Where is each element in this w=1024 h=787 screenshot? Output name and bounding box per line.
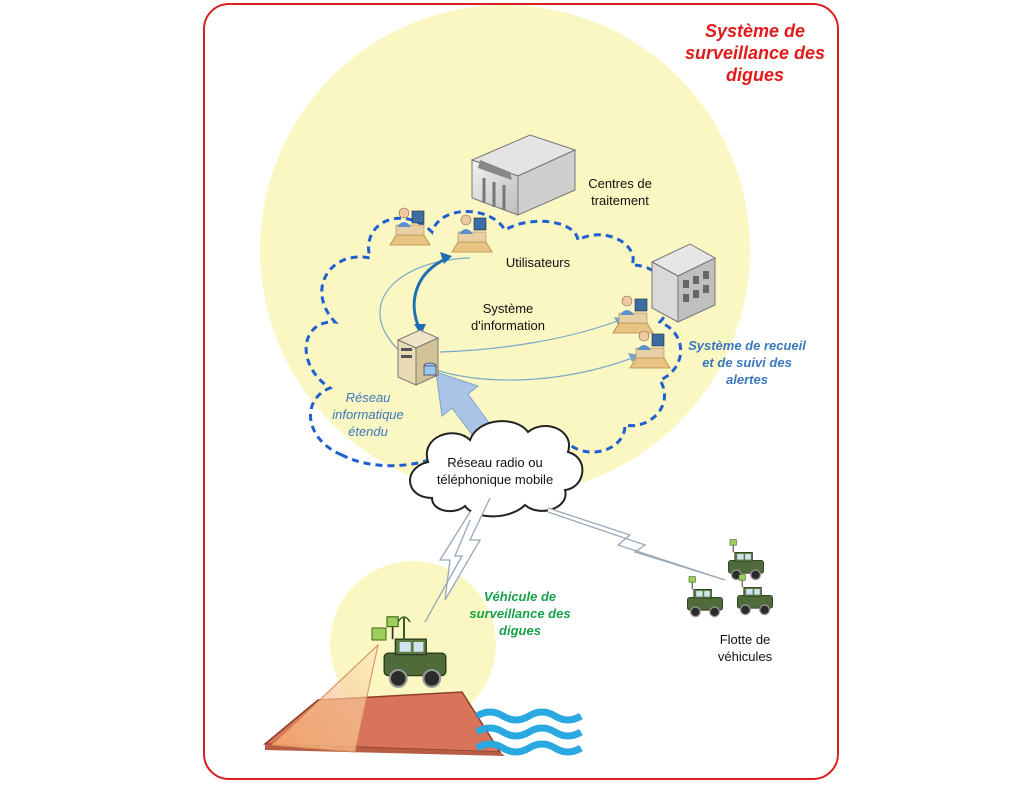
flotte-label: Flotte de véhicules [717, 632, 773, 664]
server-icon [396, 329, 440, 386]
water-waves-icon [475, 708, 583, 756]
systeme-information-label: Système d'information [470, 301, 546, 333]
information-flow-arc-upper [439, 317, 626, 353]
systeme-recueil-label: Système de recueil et de suivi des alert… [688, 338, 806, 387]
military-vehicle-icon [686, 575, 724, 618]
cloud-icon [409, 420, 584, 518]
diagram-title: Système de surveillance des digues [684, 21, 826, 85]
user-server-link-arrow [412, 256, 449, 331]
centres-label: Centres de traitement [588, 176, 652, 208]
office-building-icon [650, 243, 717, 323]
camera-icon [371, 627, 387, 641]
military-vehicle-icon [727, 538, 765, 581]
wide-area-network-cloud [304, 210, 683, 468]
reseau-radio-label: Réseau radio ou téléphonique mobile [436, 455, 554, 487]
lightning-link-icon [438, 497, 491, 601]
camera-beam [270, 643, 379, 753]
reseau-informatique-label: Réseau informatique étendu [332, 390, 404, 439]
military-vehicle-icon [736, 573, 774, 616]
information-flow-arc [379, 257, 641, 381]
network-coverage-circle [260, 5, 750, 495]
vehicule-surveillance-label: Véhicule de surveillance des digues [469, 589, 571, 638]
utilisateurs-label: Utilisateurs [505, 255, 571, 270]
lightning-link-icon [547, 507, 726, 581]
diagram-frame [203, 3, 839, 780]
lightning-link-icon [424, 519, 471, 623]
bank-building-icon [470, 134, 577, 216]
